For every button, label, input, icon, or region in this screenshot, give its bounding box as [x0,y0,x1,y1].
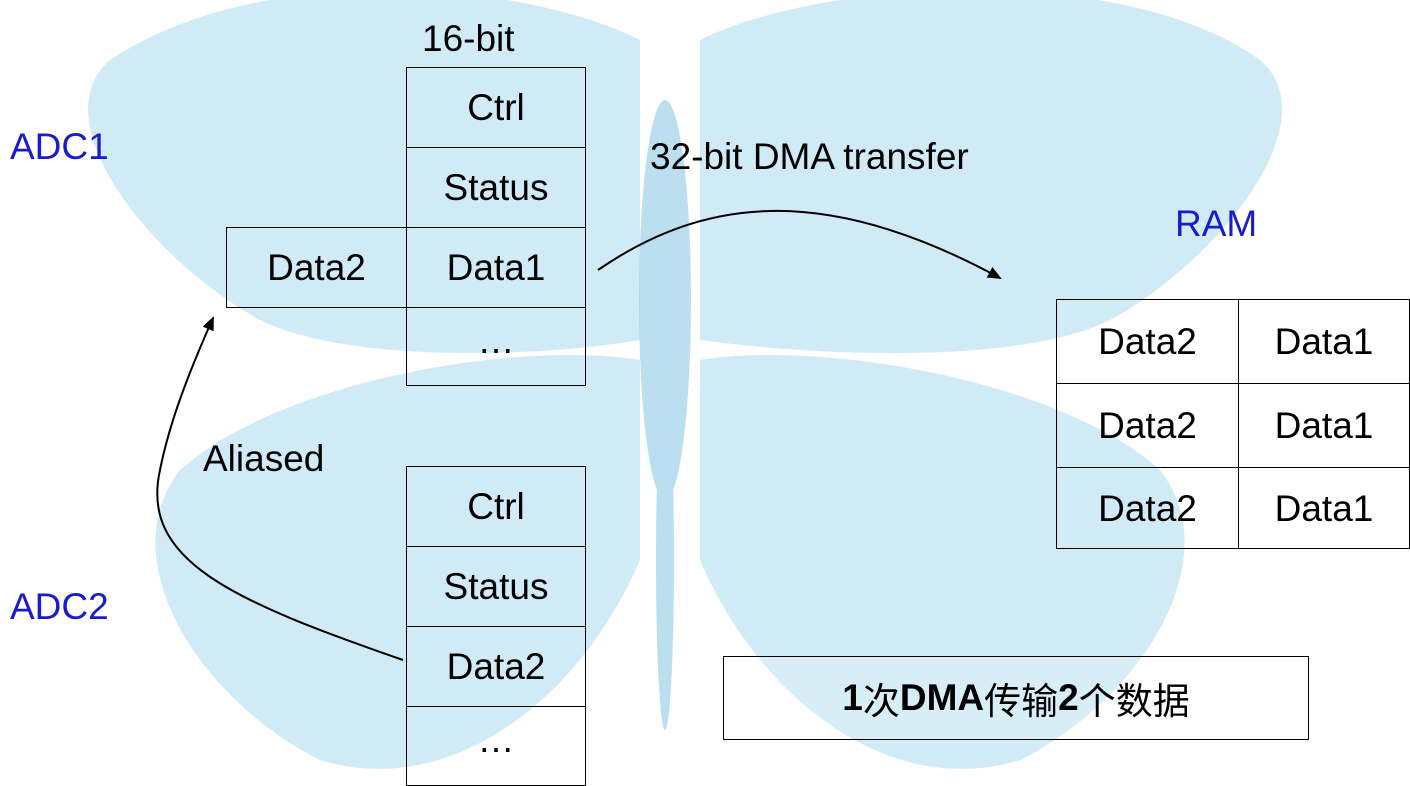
adc2-more-registers: … [406,706,586,786]
ram-label: RAM [1175,203,1258,244]
ram-row2-data2: Data2 [1056,383,1239,468]
adc1-more-registers: … [406,307,586,386]
dma-transfer-label: 32-bit DMA transfer [650,136,969,177]
note-num: 2 [1058,677,1079,718]
note-times: 次 [862,680,900,723]
adc1-label: ADC1 [10,126,109,167]
note-transfer: 传输 [984,680,1059,723]
note-dma: DMA [899,677,985,718]
adc1-data1-register: Data1 [406,227,586,308]
note-items: 个数据 [1078,680,1190,723]
adc2-status-register: Status [406,546,586,627]
ram-row3-data1: Data1 [1238,467,1410,549]
adc1-ctrl-register: Ctrl [406,67,586,148]
adc1-data2-alias-register: Data2 [226,227,407,308]
bit-width-label: 16-bit [422,18,515,59]
note-count: 1 [842,677,863,718]
adc2-ctrl-register: Ctrl [406,466,586,547]
ram-row1-data1: Data1 [1238,299,1410,384]
ram-row3-data2: Data2 [1056,467,1239,549]
adc2-label: ADC2 [10,586,109,627]
ram-row1-data2: Data2 [1056,299,1239,384]
aliased-label: Aliased [203,438,325,479]
adc1-status-register: Status [406,147,586,228]
adc2-data2-register: Data2 [406,626,586,707]
ram-row2-data1: Data1 [1238,383,1410,468]
